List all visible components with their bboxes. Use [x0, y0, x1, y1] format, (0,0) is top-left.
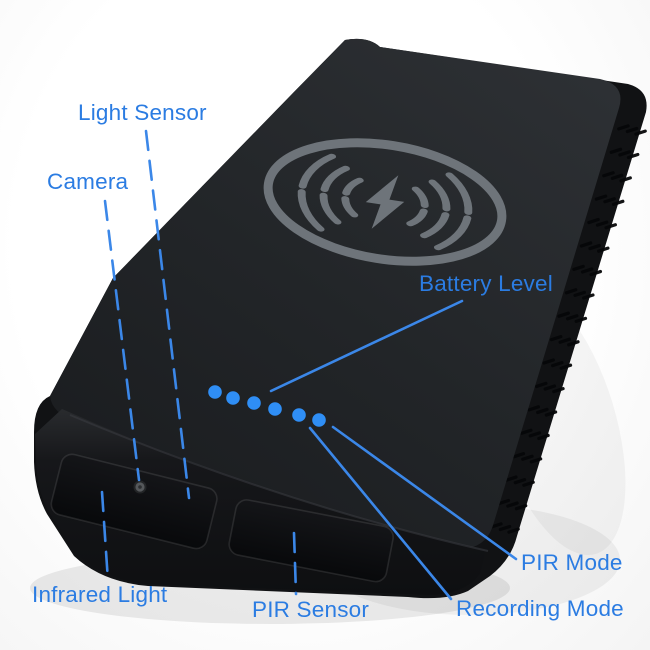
vent-slot: [506, 501, 519, 508]
battery-led-dot: [208, 385, 222, 399]
vent-slot: [634, 129, 647, 136]
vent-slot: [527, 405, 541, 412]
label-pir-mode: PIR Mode: [521, 550, 623, 575]
vent-slot: [512, 452, 526, 459]
vent-slot: [604, 223, 617, 230]
label-pir-sensor: PIR Sensor: [252, 597, 370, 622]
leader-battery-level: [269, 299, 464, 393]
vent-slot: [549, 334, 563, 342]
vent-slot: [574, 316, 588, 324]
leader-lines: [100, 129, 518, 601]
vent-slot: [505, 475, 518, 482]
wireless-charging-icon: [263, 138, 507, 266]
vent-slot: [521, 454, 534, 461]
vent-slot: [588, 243, 601, 251]
vent-slot: [596, 246, 610, 253]
vent-slot: [542, 358, 555, 365]
battery-led-dot: [226, 391, 240, 405]
vent-slot: [611, 199, 625, 206]
vent-slot: [543, 384, 557, 391]
vent-slot: [619, 176, 632, 183]
battery-led-dot: [247, 396, 261, 410]
vent-slot: [564, 288, 578, 295]
vent-slot: [572, 264, 585, 271]
label-recording-mode: Recording Mode: [456, 596, 624, 621]
label-camera: Camera: [47, 169, 129, 194]
vent-slot: [573, 290, 586, 297]
vent-slot: [565, 314, 579, 321]
vent-slot: [558, 337, 572, 344]
battery-led-dot: [268, 402, 282, 416]
vent-slot: [582, 293, 595, 300]
camera-pinhole: [133, 480, 147, 494]
vent-slot: [497, 498, 511, 506]
vent-slot: [610, 173, 624, 180]
battery-led-dot: [292, 408, 306, 422]
vent-slot: [625, 126, 639, 134]
leader-infrared-light: [100, 490, 110, 583]
lightning-bolt-icon: [365, 175, 405, 229]
vent-slot: [513, 478, 527, 485]
vent-grille: [490, 124, 647, 534]
vent-slot: [537, 433, 550, 441]
vent-slot: [587, 217, 600, 225]
vent-slot: [626, 152, 640, 160]
vent-slot: [595, 220, 609, 227]
vent-slot: [617, 124, 630, 131]
vent-slot: [490, 522, 503, 529]
vent-slot: [528, 431, 542, 438]
vent-slot: [594, 194, 608, 201]
infrared-window: [50, 453, 218, 550]
device-top-face: [50, 38, 621, 548]
leader-camera: [103, 199, 141, 482]
label-infrared-light: Infrared Light: [32, 582, 168, 607]
vent-slot: [522, 480, 535, 487]
vent-slot: [551, 361, 564, 368]
label-light-sensor: Light Sensor: [78, 100, 207, 125]
vent-slot: [529, 457, 543, 464]
pir-window: [228, 499, 394, 583]
vent-slot: [609, 147, 623, 154]
vent-slot: [534, 381, 548, 389]
leader-pir-mode: [331, 425, 518, 561]
vent-slot: [559, 363, 573, 370]
battery-led-dot: [312, 413, 326, 427]
vent-slot: [507, 527, 520, 534]
vent-slot: [589, 269, 603, 277]
vent-slot: [536, 407, 549, 415]
vent-slot: [618, 150, 631, 157]
vent-slot: [567, 340, 580, 347]
vent-slot: [544, 410, 558, 417]
vent-slot: [557, 311, 570, 318]
vent-slot: [552, 387, 565, 394]
leader-light-sensor: [144, 129, 191, 500]
leader-recording-mode: [308, 426, 453, 601]
vent-slot: [579, 241, 593, 248]
vent-slot: [520, 428, 533, 435]
vent-slot: [498, 524, 512, 532]
front-bevel-highlight: [69, 414, 489, 552]
vent-slot: [603, 197, 616, 204]
battery-led-row: [208, 385, 326, 427]
vent-slot: [514, 504, 528, 511]
label-battery-level: Battery Level: [419, 271, 553, 296]
vent-slot: [602, 171, 615, 178]
vent-slot: [580, 267, 594, 274]
leader-pir-sensor: [292, 531, 298, 596]
